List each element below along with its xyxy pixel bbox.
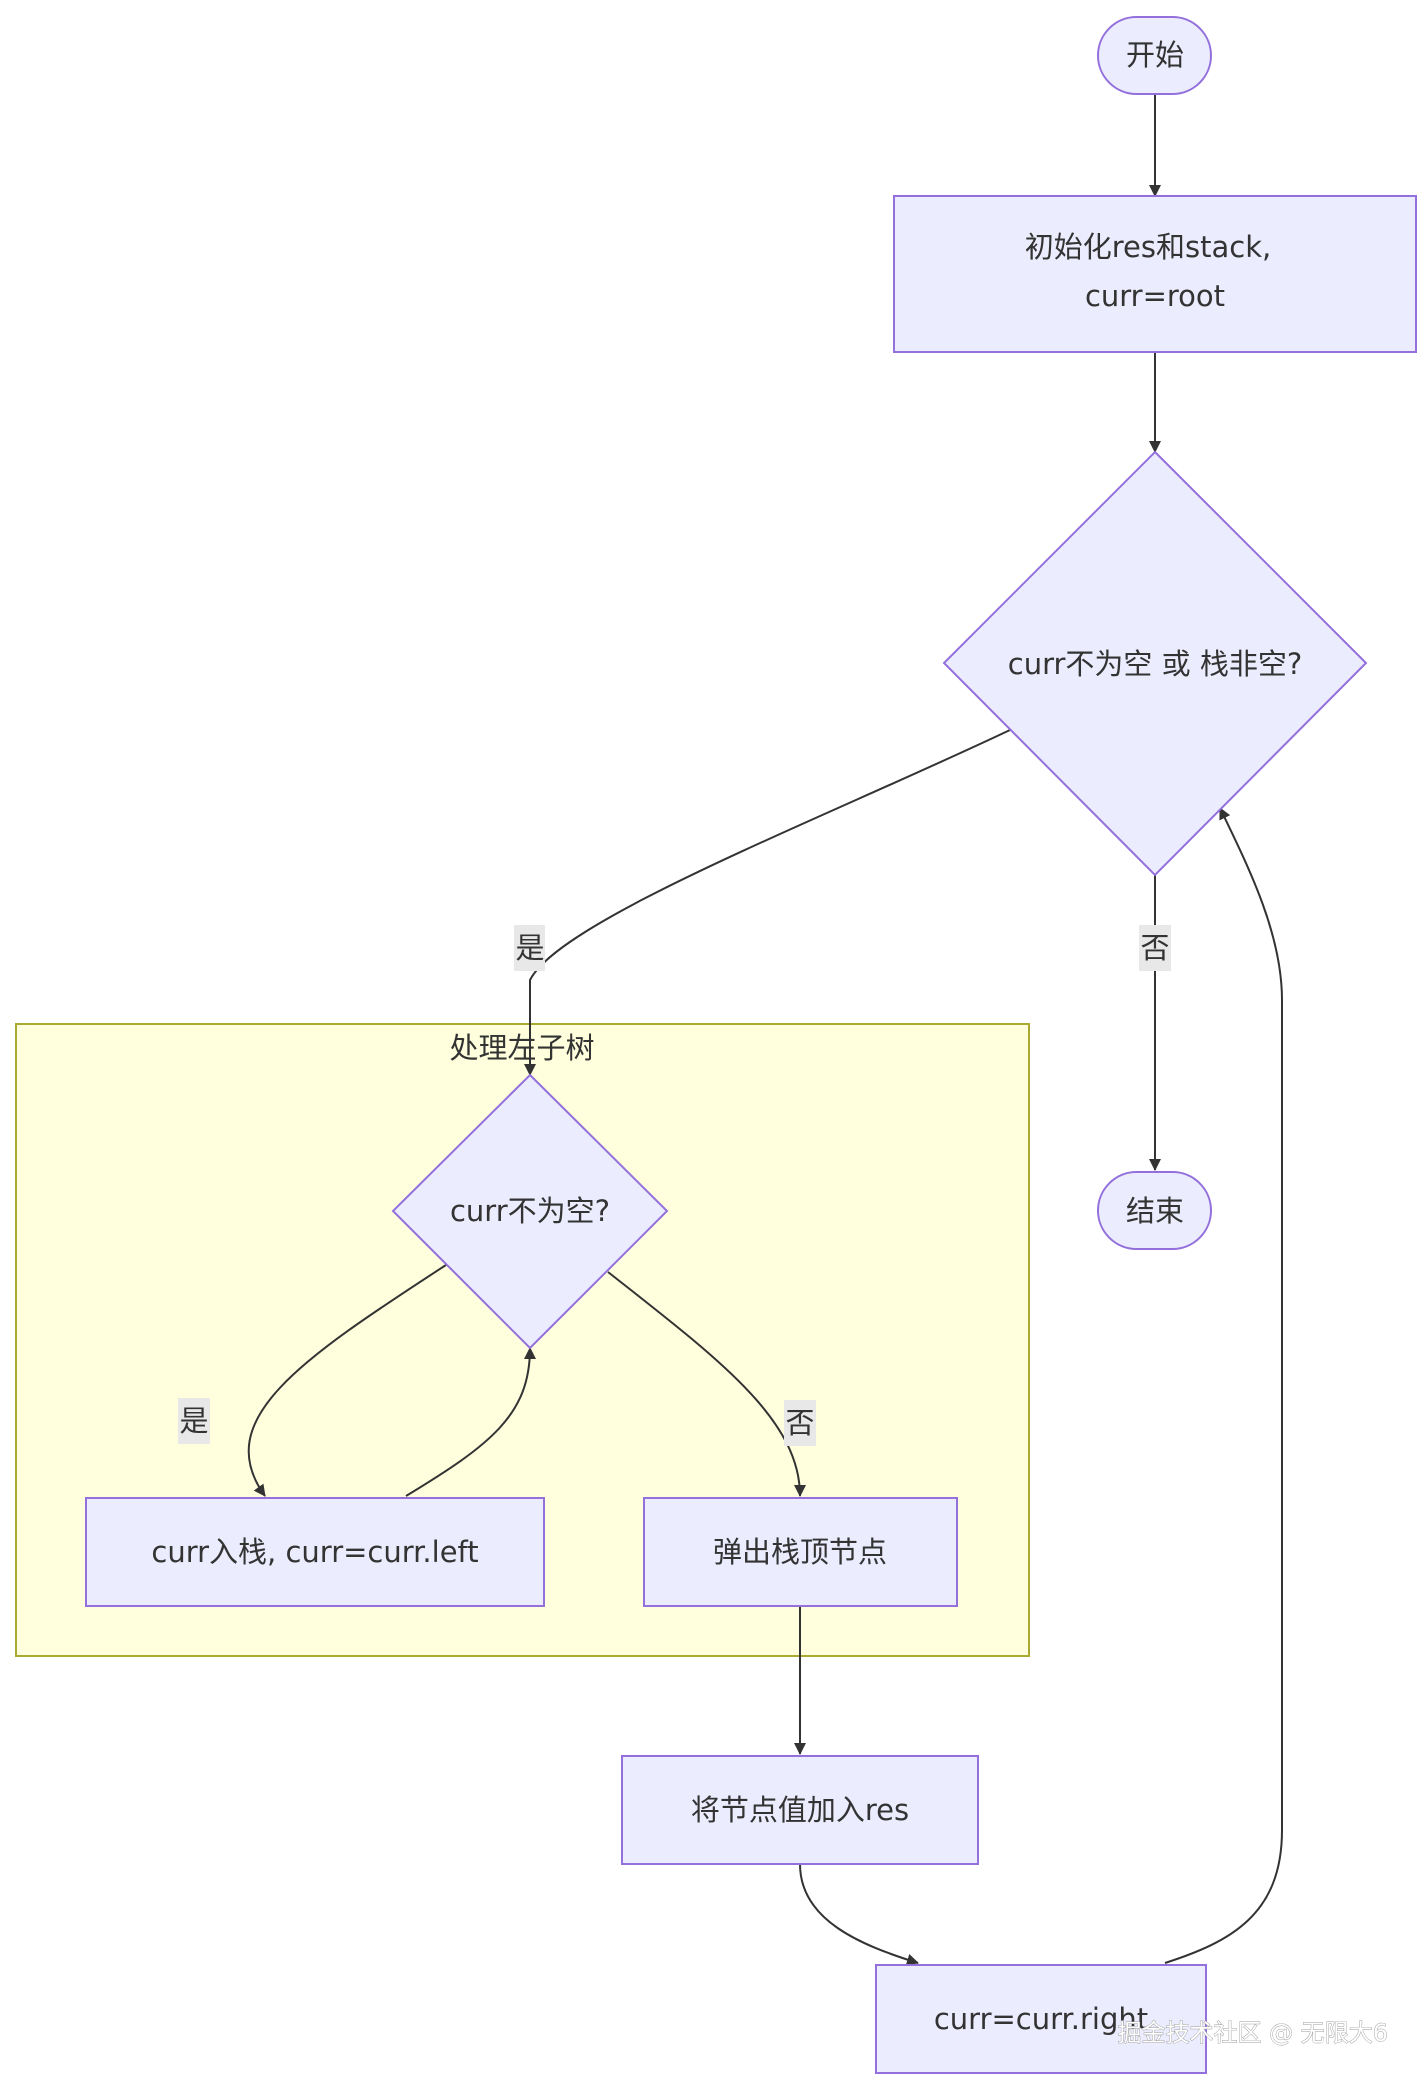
node-loop-condition: curr不为空 或 栈非空? bbox=[942, 450, 1368, 877]
push-left-label: curr入栈, curr=curr.left bbox=[151, 1535, 478, 1569]
edge-label-loop-yes: 是 bbox=[514, 925, 545, 971]
edge-label-left-yes: 是 bbox=[178, 1398, 210, 1444]
init-process-box bbox=[893, 195, 1417, 353]
edge-label-bg bbox=[178, 1398, 210, 1444]
edge-push-back bbox=[405, 1347, 536, 1497]
go-right-box bbox=[875, 1964, 1207, 2074]
loop-condition-label: curr不为空 或 栈非空? bbox=[1008, 647, 1303, 681]
edge-label-left-no: 否 bbox=[784, 1400, 816, 1446]
node-end: 结束 bbox=[1097, 1171, 1212, 1250]
edge-label-text: 否 bbox=[1140, 931, 1169, 965]
edge-label-bg bbox=[1139, 925, 1171, 971]
edge-left-yes bbox=[247, 1264, 447, 1497]
left-decision-diamond bbox=[391, 1073, 669, 1350]
edge-label-bg bbox=[514, 925, 545, 971]
edge-labels: 是 否 是 否 bbox=[178, 925, 1171, 1446]
go-right-label: curr=curr.right bbox=[934, 2002, 1148, 2036]
edge-add-to-right bbox=[799, 1863, 919, 1966]
pop-box bbox=[643, 1497, 958, 1607]
add-value-box bbox=[621, 1755, 979, 1865]
init-label-line2: curr=root bbox=[1085, 279, 1225, 313]
edge-left-no bbox=[607, 1271, 806, 1497]
node-init: 初始化res和stack, curr=root bbox=[893, 195, 1417, 353]
node-left-condition: curr不为空? bbox=[391, 1073, 669, 1350]
edge-label-bg bbox=[784, 1400, 816, 1446]
end-terminal-shape bbox=[1097, 1171, 1212, 1250]
watermark: 掘金技术社区 @ 无限大6 bbox=[1117, 2019, 1388, 2047]
edge-label-text: 是 bbox=[179, 1404, 208, 1438]
node-go-right: curr=curr.right bbox=[875, 1964, 1207, 2074]
add-value-label: 将节点值加入res bbox=[691, 1793, 909, 1827]
edge-label-text: 是 bbox=[515, 931, 544, 965]
edge-label-text: 否 bbox=[785, 1406, 814, 1440]
cluster-title: 处理左子树 bbox=[449, 1031, 594, 1065]
push-left-box bbox=[85, 1497, 545, 1607]
edge-label-loop-no: 否 bbox=[1139, 925, 1171, 971]
pop-label: 弹出栈顶节点 bbox=[713, 1535, 887, 1569]
edges bbox=[247, 94, 1283, 1966]
node-start: 开始 bbox=[1097, 16, 1212, 95]
node-add-value: 将节点值加入res bbox=[621, 1755, 979, 1865]
edge-loop-yes bbox=[524, 729, 1011, 1076]
left-condition-label: curr不为空? bbox=[450, 1194, 610, 1228]
start-terminal-shape bbox=[1097, 16, 1212, 95]
node-pop: 弹出栈顶节点 bbox=[643, 1497, 958, 1607]
edge-right-to-loop bbox=[1164, 807, 1283, 1964]
end-label: 结束 bbox=[1126, 1194, 1184, 1228]
init-label-line1: 初始化res和stack, bbox=[1025, 230, 1271, 264]
loop-decision-diamond bbox=[942, 450, 1368, 877]
start-label: 开始 bbox=[1126, 38, 1184, 72]
node-push-left: curr入栈, curr=curr.left bbox=[85, 1497, 545, 1607]
